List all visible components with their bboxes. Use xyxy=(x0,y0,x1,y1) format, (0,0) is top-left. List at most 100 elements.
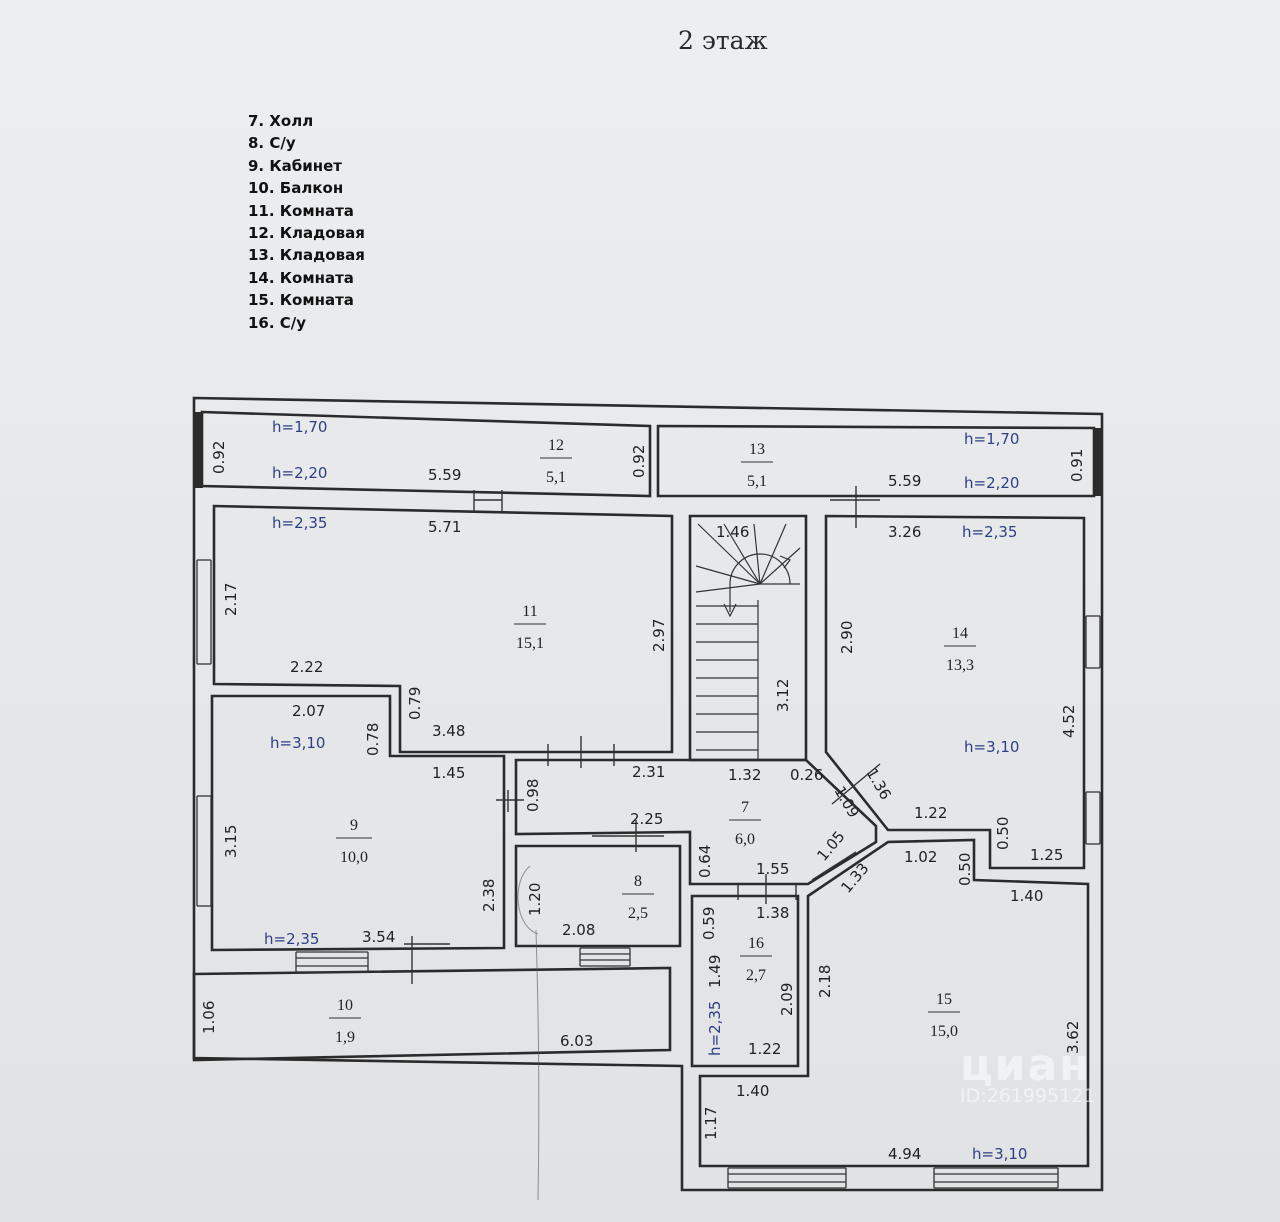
room-label-15: 15 15,0 xyxy=(928,991,960,1040)
svg-text:6,0: 6,0 xyxy=(735,831,755,848)
svg-text:5,1: 5,1 xyxy=(747,473,767,490)
svg-text:16: 16 xyxy=(748,935,764,952)
height-labels: h=1,70 h=2,20 h=1,70 h=2,20 h=2,35 h=2,3… xyxy=(264,418,1027,1163)
room-label-12: 12 5,1 xyxy=(540,437,572,486)
svg-text:0.92: 0.92 xyxy=(630,445,648,478)
svg-text:15,1: 15,1 xyxy=(516,635,544,652)
svg-text:1.17: 1.17 xyxy=(702,1107,720,1140)
svg-text:h=2,35: h=2,35 xyxy=(264,930,319,948)
room-label-10: 10 1,9 xyxy=(329,997,361,1046)
watermark-id: ID:261995121 xyxy=(960,1085,1096,1107)
svg-text:h=3,10: h=3,10 xyxy=(964,738,1019,756)
svg-text:2.38: 2.38 xyxy=(480,879,498,912)
svg-text:3.12: 3.12 xyxy=(774,679,792,712)
svg-text:0.50: 0.50 xyxy=(994,817,1012,850)
doors xyxy=(404,486,881,984)
svg-text:3.26: 3.26 xyxy=(888,523,921,541)
room-label-16: 16 2,7 xyxy=(740,935,772,984)
svg-text:3.48: 3.48 xyxy=(432,722,465,740)
svg-text:h=3,10: h=3,10 xyxy=(270,734,325,752)
svg-text:1,9: 1,9 xyxy=(335,1029,355,1046)
svg-text:15: 15 xyxy=(936,991,952,1008)
legend-item: 12. Кладовая xyxy=(248,224,365,243)
legend-item: 10. Балкон xyxy=(248,179,344,198)
svg-text:1.05: 1.05 xyxy=(813,827,848,864)
svg-text:0.26: 0.26 xyxy=(790,766,823,784)
svg-text:1.36: 1.36 xyxy=(863,765,895,803)
svg-text:15,0: 15,0 xyxy=(930,1023,958,1040)
svg-text:2.22: 2.22 xyxy=(290,658,323,676)
legend-item: 14. Комната xyxy=(248,268,354,287)
svg-text:5.59: 5.59 xyxy=(428,466,461,484)
svg-text:10,0: 10,0 xyxy=(340,849,368,866)
svg-text:h=2,35: h=2,35 xyxy=(272,514,327,532)
legend-item: 15. Комната xyxy=(248,291,354,310)
svg-text:13: 13 xyxy=(749,441,765,458)
svg-text:1.22: 1.22 xyxy=(914,804,947,822)
legend-item: 9. Кабинет xyxy=(248,156,342,175)
legend-item: 7. Холл xyxy=(248,112,314,130)
svg-text:10: 10 xyxy=(337,997,353,1014)
svg-text:2.07: 2.07 xyxy=(292,702,325,720)
watermark-logo: циан xyxy=(960,1040,1092,1091)
svg-text:1.20: 1.20 xyxy=(526,883,544,916)
legend-item: 11. Комната xyxy=(248,201,354,220)
room-legend: 7. Холл 8. С/у 9. Кабинет 10. Балкон 11.… xyxy=(248,110,365,334)
room-label-9: 9 10,0 xyxy=(336,817,372,866)
svg-text:14: 14 xyxy=(952,625,968,642)
svg-text:h=3,10: h=3,10 xyxy=(972,1145,1027,1163)
svg-text:1.25: 1.25 xyxy=(1030,846,1063,864)
svg-text:2.31: 2.31 xyxy=(632,763,665,781)
svg-text:3.15: 3.15 xyxy=(222,825,240,858)
svg-text:2,5: 2,5 xyxy=(628,905,648,922)
room-labels: 12 5,1 13 5,1 11 15,1 14 13,3 9 10,0 7 6… xyxy=(329,437,976,1046)
svg-text:5.71: 5.71 xyxy=(428,518,461,536)
svg-text:1.45: 1.45 xyxy=(432,764,465,782)
svg-text:0.50: 0.50 xyxy=(956,853,974,886)
svg-text:1.38: 1.38 xyxy=(756,904,789,922)
svg-text:0.92: 0.92 xyxy=(210,441,228,474)
svg-text:h=1,70: h=1,70 xyxy=(272,418,327,436)
svg-text:h=2,35: h=2,35 xyxy=(962,523,1017,541)
svg-text:h=2,20: h=2,20 xyxy=(272,464,327,482)
svg-text:7: 7 xyxy=(741,799,749,816)
svg-text:6.03: 6.03 xyxy=(560,1032,593,1050)
svg-text:1.55: 1.55 xyxy=(756,860,789,878)
room-label-8: 8 2,5 xyxy=(622,873,654,922)
room-label-7: 7 6,0 xyxy=(729,799,761,848)
svg-text:0.64: 0.64 xyxy=(696,845,714,878)
windows xyxy=(194,412,1102,1189)
svg-text:1.33: 1.33 xyxy=(837,859,872,896)
room-label-11: 11 15,1 xyxy=(514,603,546,652)
room-label-14: 14 13,3 xyxy=(944,625,976,674)
svg-text:4.94: 4.94 xyxy=(888,1145,921,1163)
legend-item: 8. С/у xyxy=(248,134,296,153)
svg-text:2,7: 2,7 xyxy=(746,967,766,984)
svg-text:1.22: 1.22 xyxy=(748,1040,781,1058)
svg-text:h=2,35: h=2,35 xyxy=(706,1001,724,1056)
svg-text:12: 12 xyxy=(548,437,564,454)
dimension-labels: 0.92 5.59 0.92 5.59 0.91 5.71 2.17 2.22 … xyxy=(200,441,1086,1163)
svg-text:1.46: 1.46 xyxy=(716,523,749,541)
svg-text:2.18: 2.18 xyxy=(816,965,834,998)
svg-text:2.17: 2.17 xyxy=(222,583,240,616)
svg-text:1.49: 1.49 xyxy=(706,955,724,988)
page-title: 2 этаж xyxy=(678,26,768,55)
svg-text:1.02: 1.02 xyxy=(904,848,937,866)
room-label-13: 13 5,1 xyxy=(741,441,773,490)
svg-text:3.62: 3.62 xyxy=(1064,1021,1082,1054)
svg-text:8: 8 xyxy=(634,873,642,890)
svg-text:2.09: 2.09 xyxy=(778,983,796,1016)
svg-text:4.52: 4.52 xyxy=(1060,705,1078,738)
svg-text:2.25: 2.25 xyxy=(630,810,663,828)
svg-text:11: 11 xyxy=(522,603,537,620)
svg-text:0.91: 0.91 xyxy=(1068,449,1086,482)
svg-text:9: 9 xyxy=(350,817,358,834)
svg-text:h=1,70: h=1,70 xyxy=(964,430,1019,448)
svg-text:0.98: 0.98 xyxy=(524,779,542,812)
svg-text:1.32: 1.32 xyxy=(728,766,761,784)
staircase xyxy=(695,523,801,760)
legend-item: 13. Кладовая xyxy=(248,246,365,265)
svg-text:13,3: 13,3 xyxy=(946,657,974,674)
svg-text:0.79: 0.79 xyxy=(406,687,424,720)
